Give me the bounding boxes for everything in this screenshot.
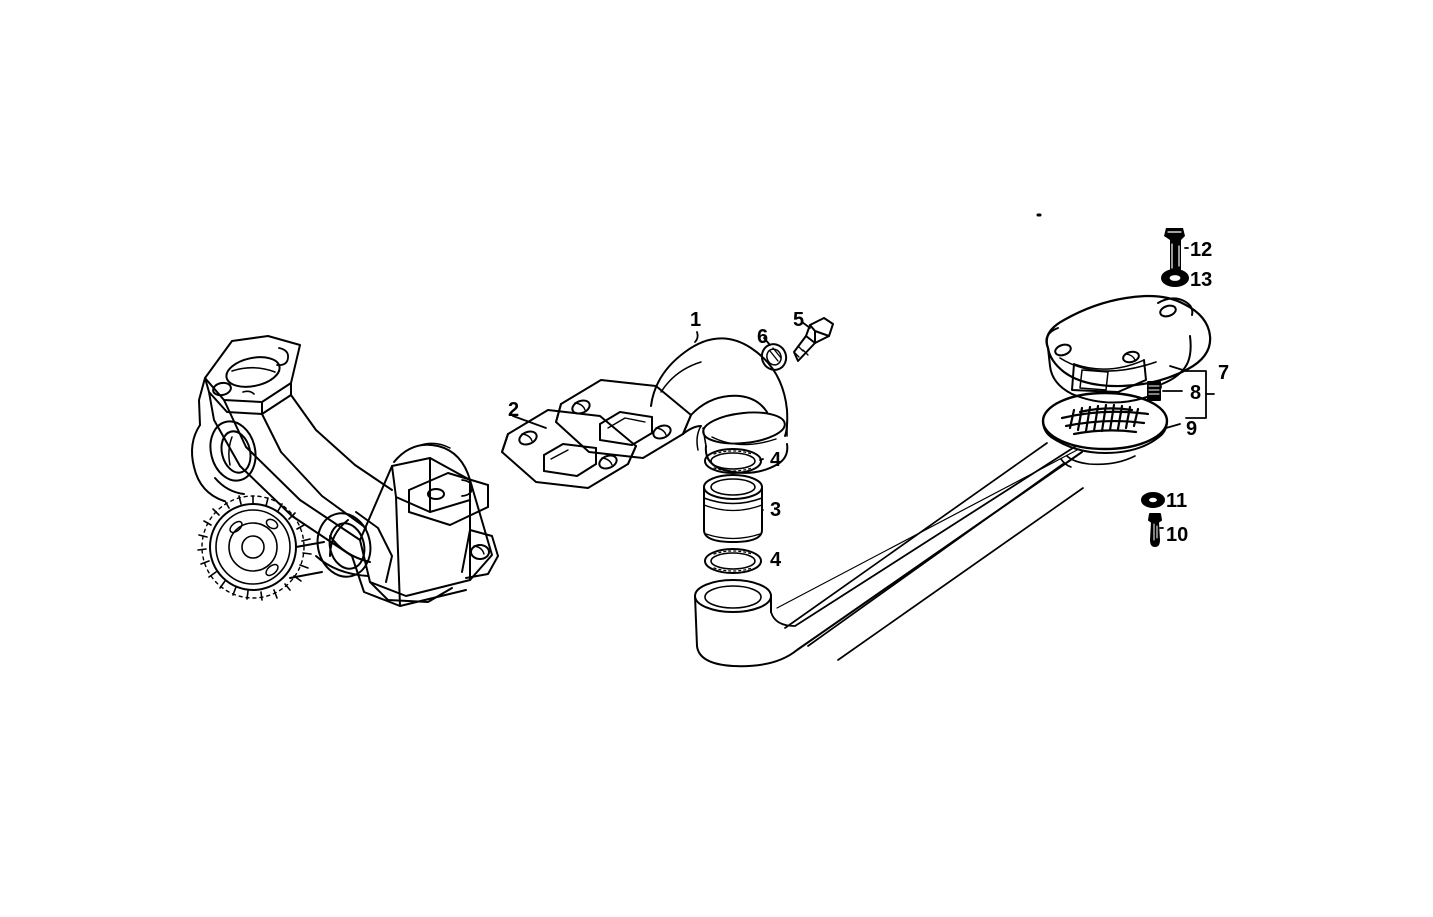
callout-3: 3 (770, 499, 782, 521)
hex-bolt-part-5 (793, 317, 834, 362)
pump-mounting-ear (461, 529, 499, 579)
oil-pump-body (191, 335, 499, 607)
callout-4-lower: 4 (770, 549, 782, 571)
left-bore-boss (191, 420, 257, 502)
small-washer-part-11 (1141, 492, 1165, 508)
o-ring-part-4-upper (704, 448, 762, 474)
screw-part-10 (1148, 513, 1162, 547)
upper-mounting-flange (204, 335, 301, 415)
callout-5: 5 (793, 309, 805, 331)
cap-screw-part-12 (1164, 228, 1185, 272)
o-ring-part-4-lower (704, 548, 762, 574)
right-bore (316, 512, 372, 578)
callout-1: 1 (690, 309, 702, 331)
callout-9: 9 (1186, 418, 1198, 440)
callout-12: 12 (1190, 239, 1213, 261)
callout-4-upper: 4 (770, 449, 782, 471)
spacer-sleeve-part-3 (703, 474, 763, 543)
callout-7: 7 (1218, 362, 1230, 384)
threaded-plug-part-8 (1147, 381, 1161, 401)
callout-2: 2 (508, 399, 520, 421)
callout-13: 13 (1190, 269, 1213, 291)
long-suction-tube (694, 442, 1084, 668)
strainer-screen-part-9 (1041, 391, 1169, 468)
callout-11: 11 (1166, 490, 1188, 512)
callout-6: 6 (757, 326, 769, 348)
sealing-washer-part-13 (1161, 269, 1189, 287)
leader-lines (512, 247, 1215, 529)
pump-mount-pad (408, 472, 489, 526)
callout-10: 10 (1166, 524, 1189, 546)
callout-8: 8 (1190, 382, 1202, 404)
suction-elbow-pipe-part-1 (555, 337, 789, 474)
flange-gasket-part-2 (501, 409, 637, 489)
